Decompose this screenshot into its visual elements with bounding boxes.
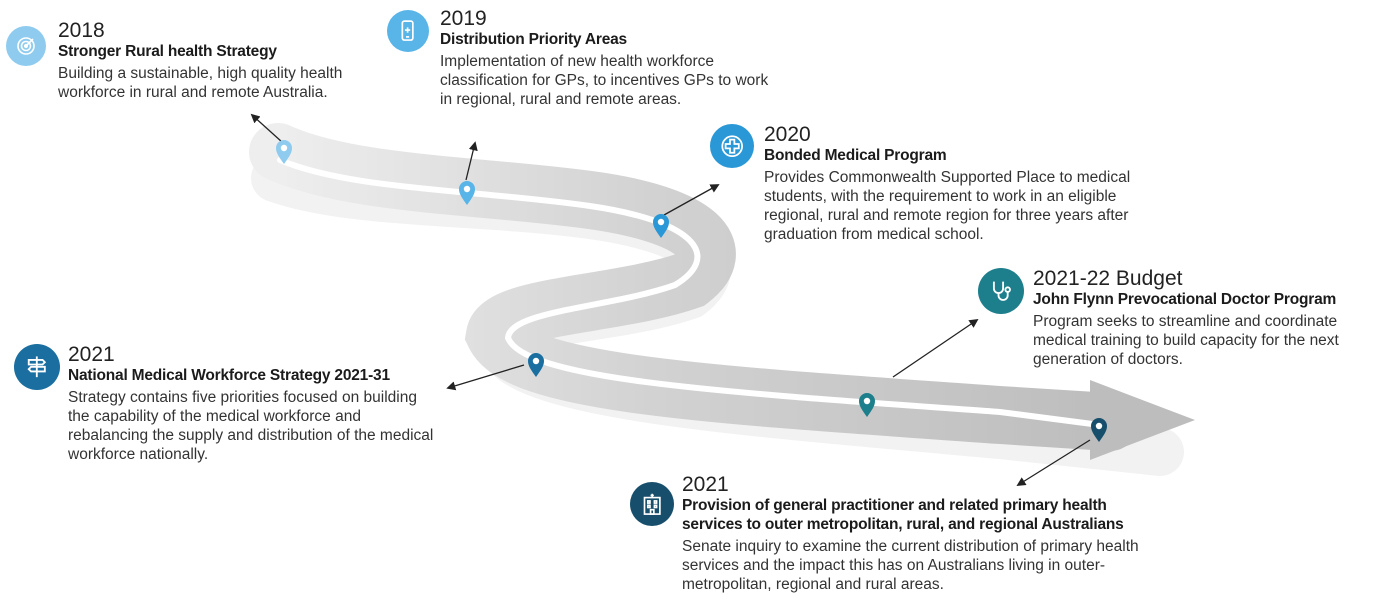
- milestone-description: Implementation of new health workforce c…: [440, 53, 769, 108]
- milestone-2021-inquiry: 2021 Provision of general practitioner a…: [682, 474, 1162, 594]
- pointer-arrow-2018: [250, 113, 283, 143]
- milestone-title: John Flynn Prevocational Doctor Program: [1033, 291, 1337, 308]
- milestone-year: 2020: [764, 123, 811, 146]
- target-icon: [6, 26, 46, 66]
- signpost-icon: [14, 344, 60, 390]
- milestone-2018: 2018 Stronger Rural health Strategy Buil…: [58, 20, 388, 102]
- milestone-year: 2018: [58, 19, 105, 42]
- milestone-2021-22-budget: 2021-22 Budget John Flynn Prevocational …: [1033, 268, 1385, 369]
- milestone-title: Provision of general practitioner and re…: [682, 497, 1124, 533]
- pointer-arrow-2019: [465, 141, 478, 181]
- milestone-2019: 2019 Distribution Priority Areas Impleme…: [440, 8, 770, 109]
- milestone-description: Program seeks to streamline and coordina…: [1033, 313, 1339, 368]
- milestone-title: Bonded Medical Program: [764, 147, 947, 164]
- milestone-title: Distribution Priority Areas: [440, 31, 627, 48]
- milestone-description: Strategy contains five priorities focuse…: [68, 389, 434, 463]
- milestone-year: 2021-22 Budget: [1033, 267, 1183, 290]
- stethoscope-icon: [978, 268, 1024, 314]
- milestone-title: National Medical Workforce Strategy 2021…: [68, 367, 390, 384]
- milestone-year: 2021: [68, 343, 115, 366]
- pointer-arrow-2021-strategy: [446, 364, 525, 391]
- pointer-arrow-2020: [663, 184, 720, 216]
- milestone-description: Senate inquiry to examine the current di…: [682, 538, 1139, 593]
- pointer-arrow-budget: [892, 318, 979, 378]
- mobile-health-icon: [387, 10, 429, 52]
- pointer-arrow-2021-inquiry: [1016, 439, 1091, 486]
- milestone-description: Provides Commonwealth Supported Place to…: [764, 169, 1131, 243]
- milestone-year: 2021: [682, 473, 729, 496]
- hospital-icon: [630, 482, 674, 526]
- map-pin-icon: [276, 140, 292, 164]
- medical-cross-icon: [710, 124, 754, 168]
- map-pin-icon: [528, 353, 544, 377]
- map-pin-icon: [459, 181, 475, 205]
- milestone-title: Stronger Rural health Strategy: [58, 43, 277, 60]
- milestone-2021-strategy: 2021 National Medical Workforce Strategy…: [68, 344, 438, 464]
- road-center-line: [277, 157, 1103, 428]
- milestone-2020: 2020 Bonded Medical Program Provides Com…: [764, 124, 1154, 244]
- road-arrowhead: [1090, 380, 1195, 460]
- map-pin-icon: [1091, 418, 1107, 442]
- milestone-description: Building a sustainable, high quality hea…: [58, 65, 343, 101]
- map-pin-icon: [653, 214, 669, 238]
- milestone-year: 2019: [440, 7, 487, 30]
- map-pin-icon: [859, 393, 875, 417]
